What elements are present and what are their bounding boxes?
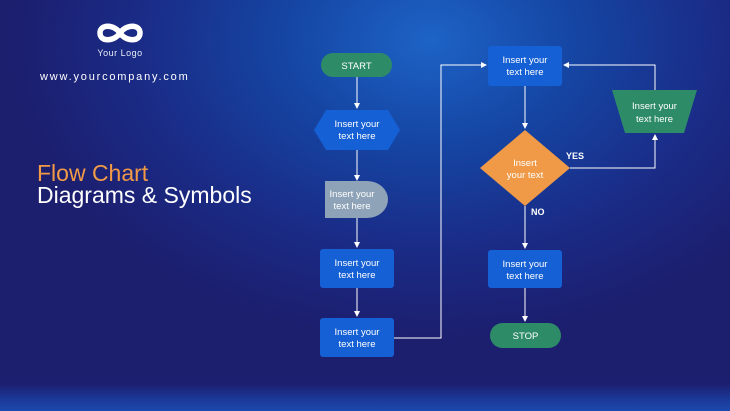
- start-label: START: [341, 61, 371, 72]
- proc4-text-line1: Insert your: [503, 259, 548, 270]
- connectors: [354, 62, 658, 339]
- proc3-text-line1: Insert your: [503, 55, 548, 66]
- background-floor: [0, 383, 730, 411]
- title-line-2: Diagrams & Symbols: [37, 182, 252, 208]
- connector-manual-proc3: [563, 62, 656, 90]
- title-line-1: Flow Chart: [37, 160, 149, 186]
- proc2-text-line1: Insert your: [335, 327, 380, 338]
- decision-diamond: Insert your text: [480, 130, 570, 206]
- manual-text-line2: text here: [636, 114, 673, 125]
- process-box-1: Insert your text here: [320, 249, 394, 288]
- proc1-text-line1: Insert your: [335, 258, 380, 269]
- proc3-text-line2: text here: [507, 67, 544, 78]
- prep-text-line2: text here: [339, 131, 376, 142]
- no-label: NO: [531, 207, 545, 217]
- proc4-text-line2: text here: [507, 271, 544, 282]
- connector-proc2-proc3: [394, 62, 487, 339]
- preparation-hexagon: Insert your text here: [314, 110, 400, 150]
- connector-decision-manual: [570, 134, 658, 169]
- start-terminator: START: [321, 53, 392, 77]
- manual-operation-trapezoid: Insert your text here: [612, 90, 697, 133]
- prep-text-line1: Insert your: [335, 119, 380, 130]
- decision-text-line1: Insert: [513, 158, 537, 169]
- process-box-4: Insert your text here: [488, 250, 562, 288]
- doc-text-line2: text here: [334, 201, 371, 212]
- process-box-3: Insert your text here: [488, 46, 562, 86]
- proc1-text-line2: text here: [339, 270, 376, 281]
- website-url: www.yourcompany.com: [40, 71, 190, 83]
- yes-label: YES: [566, 151, 584, 161]
- doc-text-line1: Insert your: [330, 189, 375, 200]
- infinity-logo-icon: [97, 23, 143, 43]
- logo-text: Your Logo: [97, 48, 143, 58]
- process-box-2: Insert your text here: [320, 318, 394, 357]
- stop-terminator: STOP: [490, 323, 561, 348]
- decision-text-line2: your text: [507, 170, 544, 181]
- delay-shape: Insert your text here: [325, 181, 388, 218]
- proc2-text-line2: text here: [339, 339, 376, 350]
- stop-label: STOP: [513, 331, 539, 342]
- manual-text-line1: Insert your: [632, 101, 677, 112]
